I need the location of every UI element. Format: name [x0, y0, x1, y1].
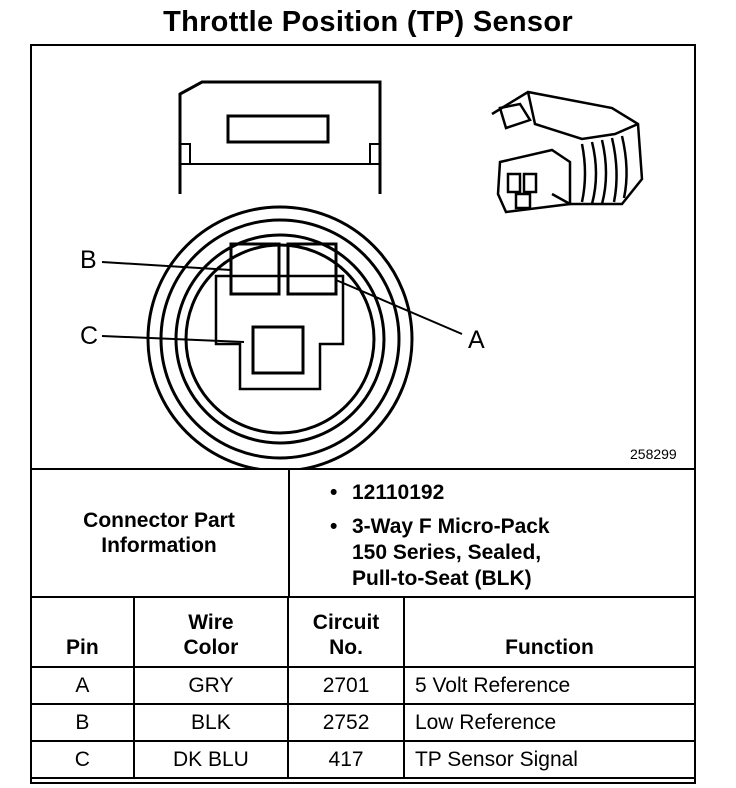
cell-wire-color: GRY	[132, 666, 290, 705]
part-number: 12110192	[352, 481, 445, 504]
cell-circuit: 2701	[287, 666, 405, 705]
cell-function: Low Reference	[402, 703, 697, 742]
header-function: Function	[402, 596, 697, 668]
terminal-b	[229, 242, 281, 296]
connector-part-details: • 12110192 • 3-Way F Micro-Pack 150 Seri…	[330, 480, 690, 600]
cell-wire-color: BLK	[132, 703, 290, 742]
callout-a: A	[468, 326, 485, 354]
latch-housing	[178, 80, 382, 194]
connector-info-row: Connector Part Information • 12110192 • …	[30, 468, 696, 598]
cell-function: 5 Volt Reference	[402, 666, 697, 705]
part-description-item: • 3-Way F Micro-Pack 150 Series, Sealed,…	[330, 514, 690, 592]
header-circuit: Circuit No.	[287, 596, 405, 668]
part-number-item: • 12110192	[330, 480, 690, 506]
diagram-frame	[30, 44, 696, 784]
figure-id: 258299	[630, 446, 677, 462]
terminal-cavity	[214, 274, 345, 391]
cell-function: TP Sensor Signal	[402, 740, 697, 779]
cell-pin: B	[30, 703, 135, 742]
table-row: B BLK 2752 Low Reference	[30, 703, 697, 742]
bullet-icon: •	[330, 515, 338, 538]
table-row: A GRY 2701 5 Volt Reference	[30, 666, 697, 705]
connector-3d-icon	[491, 90, 644, 214]
connector-diagram: B C A 258299	[30, 44, 696, 470]
cell-circuit: 417	[287, 740, 405, 779]
outer-ring	[146, 205, 414, 470]
cell-pin: C	[30, 740, 135, 779]
connector-part-label: Connector Part Information	[83, 509, 235, 557]
callout-b: B	[80, 246, 97, 274]
cell-circuit: 2752	[287, 703, 405, 742]
header-pin: Pin	[30, 596, 135, 668]
connector-divider	[288, 470, 290, 598]
pin-table: Pin Wire Color Circuit No. Function A GR…	[30, 596, 697, 779]
callout-c: C	[80, 322, 99, 350]
table-row: C DK BLU 417 TP Sensor Signal	[30, 740, 697, 779]
leader-a	[335, 279, 463, 335]
description-line: 150 Series, Sealed,	[352, 541, 542, 564]
cell-pin: A	[30, 666, 135, 705]
connector-face-illustration	[101, 80, 644, 470]
latch-window	[226, 114, 330, 144]
header-wire-color: Wire Color	[132, 596, 290, 668]
terminal-c	[251, 325, 305, 375]
description-line: 3-Way F Micro-Pack	[352, 515, 550, 538]
page-title: Throttle Position (TP) Sensor	[163, 6, 573, 38]
terminal-a	[286, 242, 338, 296]
cell-wire-color: DK BLU	[132, 740, 290, 779]
pin-table-header: Pin Wire Color Circuit No. Function	[30, 596, 697, 668]
leader-c	[101, 335, 245, 343]
leader-b	[101, 261, 232, 271]
bullet-icon: •	[330, 481, 338, 504]
description-line: Pull-to-Seat (BLK)	[352, 567, 532, 590]
